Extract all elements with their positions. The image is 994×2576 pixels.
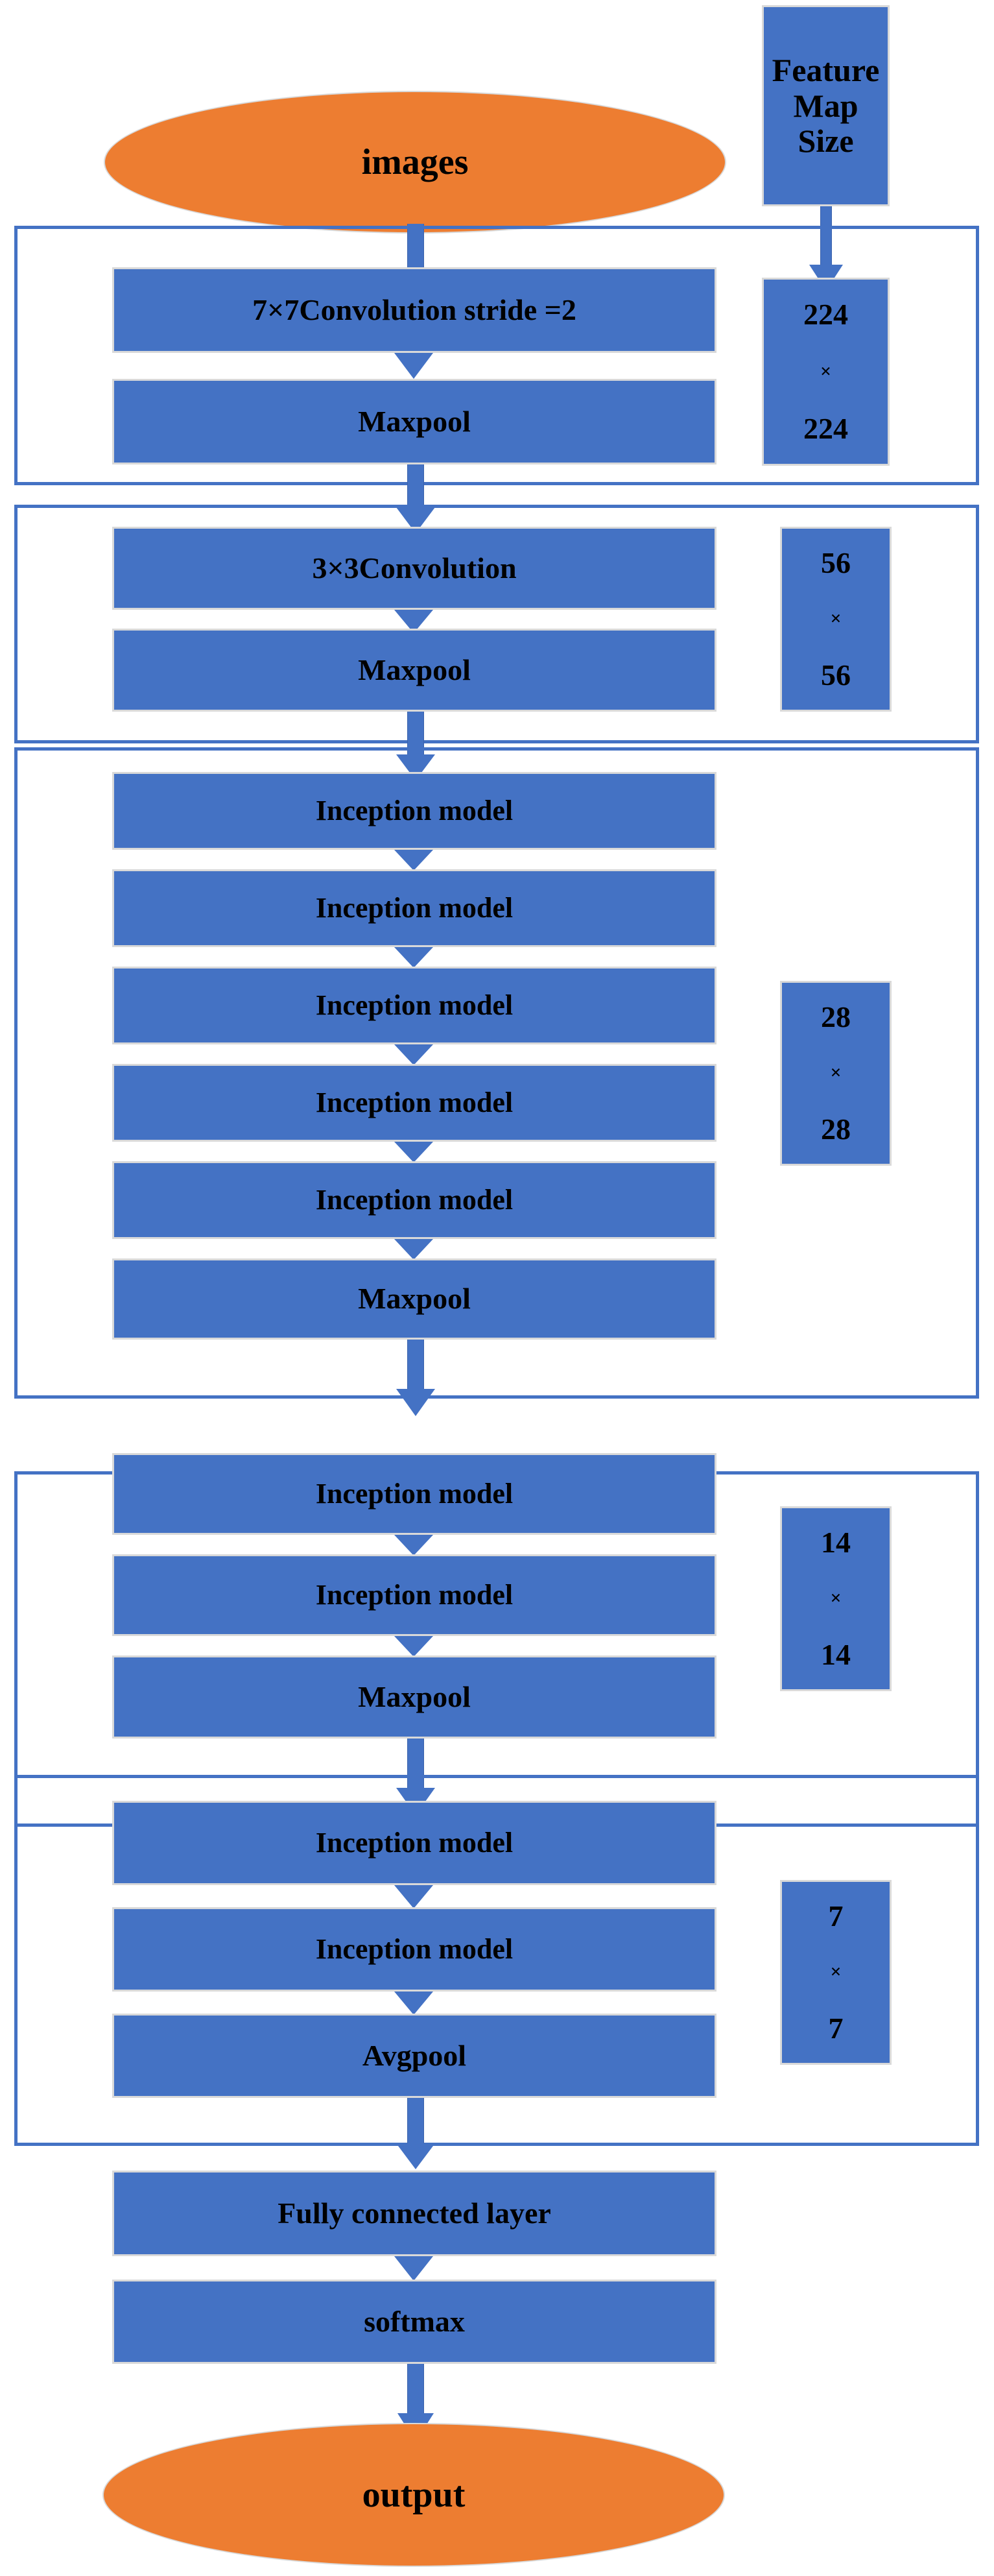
stage-5-frame: [14, 1775, 979, 2146]
connector-tail-0-1: [394, 2256, 433, 2281]
stage-5-block-1: Inception model: [112, 1907, 716, 1992]
stage-4-fm-separator: ×: [830, 1587, 842, 1609]
stage-3-block-4: Inception model: [112, 1161, 716, 1239]
stage-3-frame: [14, 747, 979, 1399]
stage-3-block-3-label: Inception model: [315, 1086, 514, 1118]
stage-5-fm-separator: ×: [830, 1961, 842, 1983]
stage-3-block-3: Inception model: [112, 1064, 716, 1142]
stage-3-fm-width: 28: [821, 1000, 851, 1034]
stage-2-block-0-label: 3×3Convolution: [312, 551, 517, 584]
stage-2-fm-height: 56: [821, 658, 851, 692]
stage-4-fm-height: 14: [821, 1637, 851, 1671]
stage-3-block-4-label: Inception model: [315, 1183, 514, 1216]
stage-1-fm-separator: ×: [820, 361, 832, 382]
stage-5-block-1-label: Inception model: [315, 1932, 514, 1965]
stage-3-block-5: Maxpool: [112, 1258, 716, 1340]
stage-1-block-1-label: Maxpool: [358, 404, 471, 438]
stage-5-block-2: Avgpool: [112, 2014, 716, 2098]
tail-block-0-label: Fully connected layer: [278, 2196, 551, 2230]
stage-5-feature-map-size: 7 × 7: [780, 1880, 892, 2065]
connector-stage3-1-2: [394, 947, 433, 968]
stage-4-feature-map-size: 14 × 14: [780, 1506, 892, 1691]
stage-2-fm-separator: ×: [830, 608, 842, 630]
stage-4-block-0: Inception model: [112, 1453, 716, 1535]
stage-4-block-1: Inception model: [112, 1554, 716, 1636]
stage-2-block-1: Maxpool: [112, 629, 716, 712]
stage-2-feature-map-size: 56 × 56: [780, 527, 892, 712]
stage-3-fm-separator: ×: [830, 1062, 842, 1084]
input-node-images: images: [104, 91, 726, 234]
stage-1-feature-map-size: 224 × 224: [762, 278, 890, 466]
stage-1-fm-width: 224: [803, 298, 848, 331]
input-node-label: images: [361, 142, 469, 182]
stage-1-fm-height: 224: [803, 412, 848, 445]
stage-3-block-2: Inception model: [112, 967, 716, 1044]
connector-stage4-0-1: [394, 1535, 433, 1556]
stage-2-fm-width: 56: [821, 546, 851, 580]
stage-4-block-1-label: Inception model: [315, 1578, 514, 1611]
stage-3-fm-height: 28: [821, 1112, 851, 1146]
stage-3-block-1: Inception model: [112, 869, 716, 947]
connector-stage4-1-2: [394, 1636, 433, 1657]
legend-header-line2: Map: [793, 87, 858, 124]
stage-1-frame: [14, 226, 979, 485]
stage-3-block-0: Inception model: [112, 772, 716, 850]
stage-1-block-0: 7×7Convolution stride =2: [112, 267, 716, 353]
arrow-stage3-to-stage4: [393, 1340, 438, 1416]
connector-stage5-1-2: [394, 1992, 433, 2015]
stage-1-block-1: Maxpool: [112, 379, 716, 464]
stage-5-block-0-label: Inception model: [315, 1826, 514, 1859]
output-node-label: output: [362, 2475, 466, 2515]
connector-stage5-0-1: [394, 1885, 433, 1908]
stage-5-block-0: Inception model: [112, 1801, 716, 1885]
connector-stage3-4-5: [394, 1239, 433, 1260]
stage-3-block-5-label: Maxpool: [358, 1282, 471, 1316]
feature-map-size-header: Feature Map Size: [762, 5, 890, 206]
connector-stage3-0-1: [394, 850, 433, 871]
connector-stage3-3-4: [394, 1142, 433, 1162]
stage-5-fm-height: 7: [828, 2011, 844, 2045]
stage-2-block-1-label: Maxpool: [358, 653, 471, 686]
stage-4-block-0-label: Inception model: [315, 1477, 514, 1510]
stage-2-frame: [14, 505, 979, 743]
stage-3-block-1-label: Inception model: [315, 891, 514, 924]
arrow-stage5-to-fully-connected: [393, 2098, 438, 2169]
stage-4-fm-width: 14: [821, 1526, 851, 1559]
stage-5-fm-width: 7: [828, 1899, 844, 1933]
stage-3-feature-map-size: 28 × 28: [780, 981, 892, 1166]
output-node: output: [102, 2423, 725, 2567]
legend-header-line1: Feature: [772, 52, 880, 89]
tail-block-softmax: softmax: [112, 2280, 716, 2364]
stage-2-block-0: 3×3Convolution: [112, 527, 716, 610]
tail-block-fully-connected-layer: Fully connected layer: [112, 2171, 716, 2256]
stage-1-block-0-label: 7×7Convolution stride =2: [252, 293, 576, 326]
stage-3-block-0-label: Inception model: [315, 794, 514, 826]
stage-5-block-2-label: Avgpool: [362, 2038, 467, 2072]
connector-stage1-0-1: [394, 353, 433, 379]
connector-stage3-2-3: [394, 1044, 433, 1065]
stage-4-block-2-label: Maxpool: [358, 1679, 471, 1713]
tail-block-1-label: softmax: [364, 2304, 465, 2338]
stage-4-block-2: Maxpool: [112, 1655, 716, 1739]
stage-3-block-2-label: Inception model: [315, 989, 514, 1021]
legend-header-line3: Size: [798, 123, 854, 160]
